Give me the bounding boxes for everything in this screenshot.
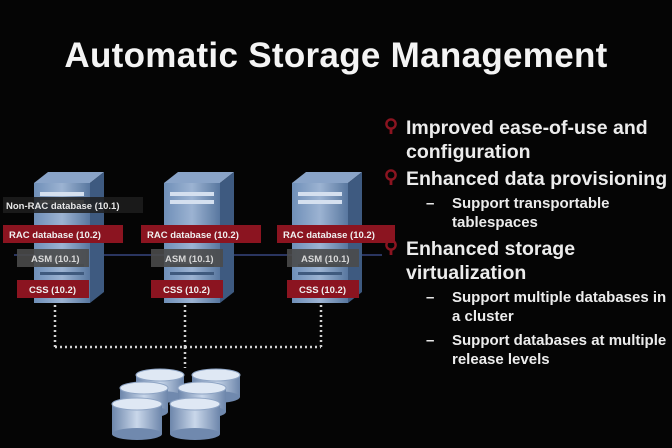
rac-db-box-3 [277,225,395,243]
sub-bullet-text: Support databases at multiple release le… [452,332,667,368]
shared-storage-disk-array [111,368,241,440]
disk-5 [111,397,163,440]
asm-box-2 [151,249,223,267]
css-box-2 [151,280,223,298]
asm-box-1 [17,249,89,267]
css-label-1: CSS (10.2) [29,285,76,296]
bullet-list: Improved ease-of-use and configuration E… [382,116,670,374]
bulb-icon [385,169,397,185]
asm-label-2: ASM (10.1) [165,254,214,265]
asm-label-1: ASM (10.1) [31,254,80,265]
css-label-3: CSS (10.2) [299,285,346,296]
bullet-text: Improved ease-of-use and configuration [406,117,648,163]
bulb-icon [385,239,397,255]
rac-db-label-2: RAC database (10.2) [147,230,239,241]
bullet-item: Enhanced data provisioning [382,167,670,191]
disk-6 [169,397,221,440]
bullet-text: Enhanced data provisioning [406,168,668,190]
sub-bullet-text: Support transportable tablespaces [452,195,610,231]
css-box-3 [287,280,359,298]
bulb-icon [385,118,397,134]
css-label-2: CSS (10.2) [163,285,210,296]
sub-bullet-item: – Support multiple databases in a cluste… [382,288,670,326]
non-rac-db-label: Non-RAC database (10.1) [6,201,120,212]
css-box-1 [17,280,89,298]
asm-label-3: ASM (10.1) [301,254,350,265]
rac-db-box-2 [141,225,261,243]
storage-connections [53,305,323,368]
sub-bullet-item: – Support transportable tablespaces [382,194,670,232]
rac-db-box-1 [3,225,123,243]
asm-box-3 [287,249,359,267]
non-rac-db-box [3,197,143,213]
sub-bullet-text: Support multiple databases in a cluster [452,289,667,325]
slide-title: Automatic Storage Management [64,36,608,75]
dash-icon: – [426,332,435,349]
sub-bullet-item: – Support databases at multiple release … [382,331,670,369]
bullet-item: Enhanced storage virtualization [382,237,670,285]
dash-icon: – [426,195,435,212]
rac-db-label-1: RAC database (10.2) [9,230,101,241]
dash-icon: – [426,289,435,306]
rac-db-label-3: RAC database (10.2) [283,230,375,241]
bullet-text: Enhanced storage virtualization [406,238,576,284]
bullet-item: Improved ease-of-use and configuration [382,116,670,164]
